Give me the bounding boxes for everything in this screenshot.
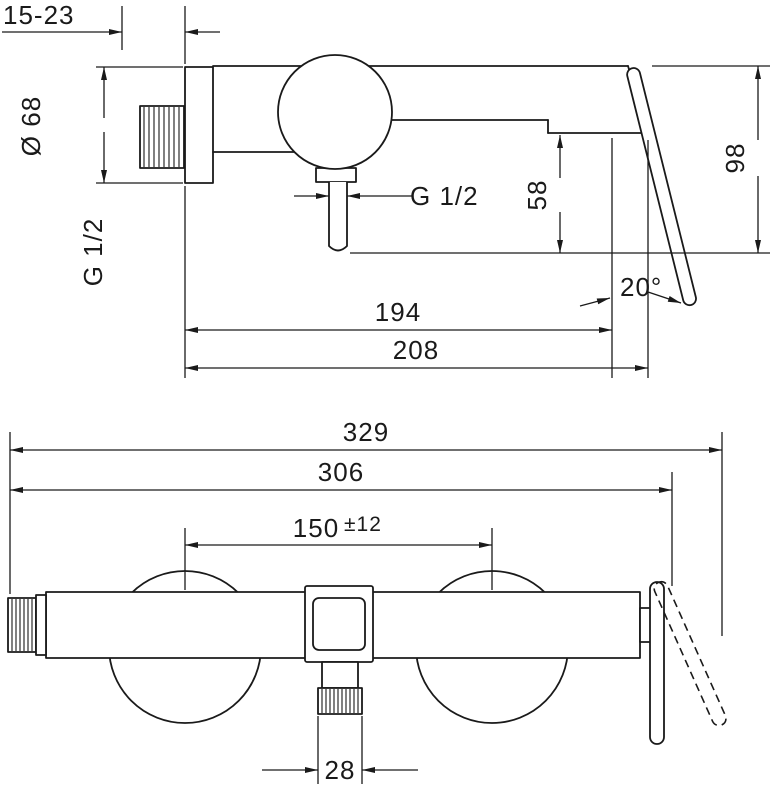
- dim-body-width: 306: [10, 457, 673, 586]
- inlet-nipple: [139, 105, 185, 169]
- cartridge-dome: [277, 54, 393, 170]
- spout-neck: [321, 661, 359, 689]
- dim-hose-thread: G 1/2: [294, 181, 479, 211]
- left-end-cap: [7, 594, 47, 656]
- label-inlet-thread: G 1/2: [78, 218, 108, 287]
- aerator-hatch: [321, 689, 359, 713]
- dim-wall-distance: 15-23: [2, 0, 220, 64]
- dim-outlet-height: 58: [350, 135, 770, 254]
- dim-total-width: 329: [9, 417, 723, 636]
- dim-label-body-width: 306: [318, 457, 364, 487]
- dim-total-height: 98: [652, 65, 770, 253]
- dim-label-hose-thread: G 1/2: [410, 181, 479, 211]
- escutcheon-flange: [184, 66, 214, 184]
- dim-flange-diameter: Ø 68: [16, 66, 183, 184]
- dim-label-wall-distance: 15-23: [3, 0, 75, 30]
- dim-label-total-width: 329: [343, 417, 389, 447]
- dim-reach: 194 208: [184, 138, 649, 378]
- side-view: 15-23 Ø 68 G 1/2 G 1/2 58: [2, 0, 770, 378]
- handle: [639, 580, 727, 745]
- dim-label-reach-total: 208: [393, 335, 439, 365]
- front-view: 329 306 150 ±12 28: [7, 417, 727, 785]
- aerator: [317, 687, 363, 715]
- dim-label-connection-tolerance: ±12: [344, 513, 382, 536]
- spout-face: [312, 597, 366, 651]
- dim-label-connection-centres: 150: [293, 513, 339, 543]
- dim-connection-centres: 150 ±12: [184, 513, 493, 590]
- dim-spout-width: 28: [262, 716, 418, 785]
- dim-label-flange-diameter: Ø 68: [16, 96, 46, 156]
- thread-hatch: [143, 107, 180, 167]
- thread-hatch: [11, 599, 33, 651]
- dim-label-handle-angle: 20°: [620, 272, 662, 302]
- handle-lever-front: [649, 581, 665, 745]
- spout-block: [304, 585, 374, 715]
- dim-label-spout-width: 28: [325, 755, 356, 785]
- left-collar: [35, 594, 47, 656]
- dim-label-outlet-height: 58: [522, 180, 552, 211]
- handle-lever-swung-dashed: [653, 580, 727, 727]
- dim-handle-angle: 20°: [579, 272, 682, 307]
- dim-label-reach-outlet: 194: [375, 297, 421, 327]
- handle-lever: [626, 67, 697, 307]
- hose-connection: [315, 167, 357, 252]
- dim-label-total-height: 98: [720, 143, 750, 174]
